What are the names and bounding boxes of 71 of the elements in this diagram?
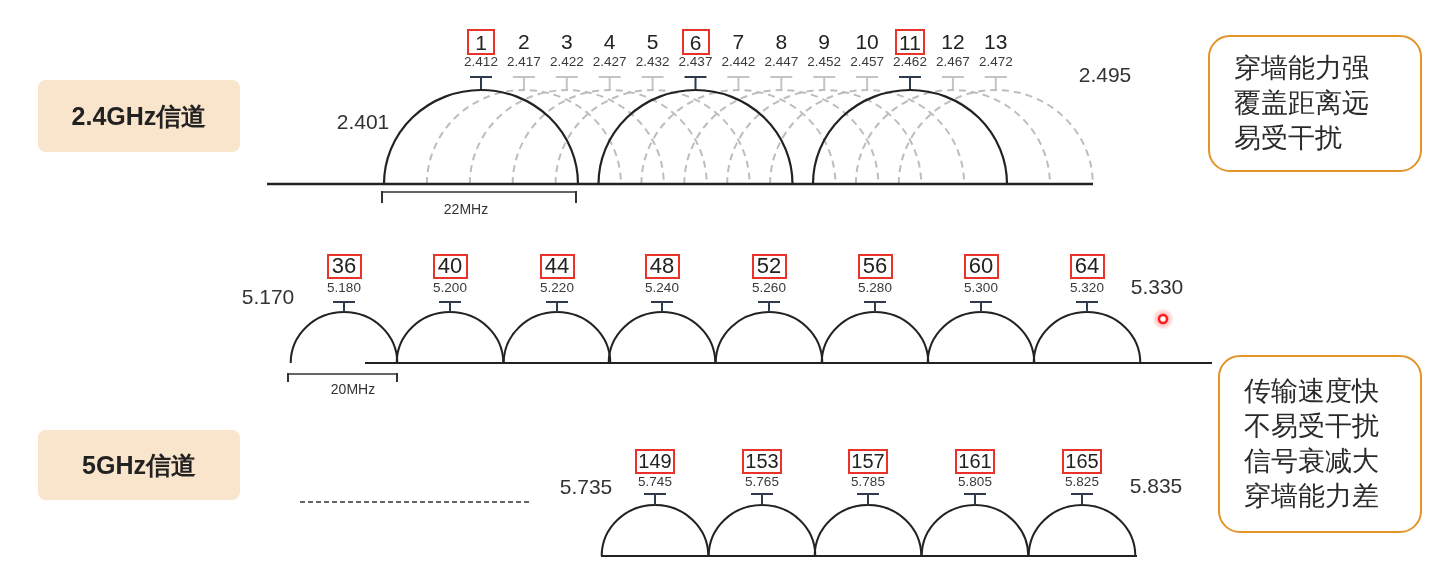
channel-number: 3 (560, 30, 573, 54)
channel-number: 44 (539, 253, 575, 279)
frequency-label: 2.447 (764, 54, 799, 70)
channel-number: 6 (681, 29, 710, 55)
frequency-label: 2.422 (549, 54, 584, 70)
channel-number: 1 (467, 29, 495, 55)
channel-number: 161 (955, 448, 995, 474)
channel-number: 5 (646, 30, 659, 54)
frequency-label: 5.735 (559, 475, 613, 499)
channel-number: 165 (1062, 448, 1102, 474)
frequency-label: 5.280 (858, 280, 892, 296)
frequency-label: 2.401 (336, 110, 390, 134)
note-card (1218, 355, 1422, 533)
note-text: 不易受干扰 (1244, 410, 1379, 443)
channel-number: 10 (855, 30, 879, 54)
frequency-label: 5.765 (745, 474, 779, 490)
frequency-label: 2.467 (936, 54, 970, 70)
channel-number: 64 (1069, 253, 1105, 279)
channel-number: 157 (848, 448, 888, 474)
channel-number: 11 (895, 29, 925, 55)
channel-number: 149 (635, 448, 675, 474)
band-label: 2.4GHz信道 (38, 80, 240, 152)
note-text: 易受干扰 (1234, 122, 1342, 155)
frequency-label: 2.412 (464, 54, 498, 70)
channel-number: 9 (818, 30, 831, 54)
frequency-label: 5.220 (540, 280, 574, 296)
frequency-label: 2.457 (850, 54, 884, 70)
channel-number: 60 (963, 253, 999, 279)
note-text: 传输速度快 (1244, 375, 1379, 408)
note-text: 覆盖距离远 (1234, 87, 1369, 120)
channel-number: 7 (732, 30, 745, 54)
frequency-label: 5.805 (958, 474, 992, 490)
band-label: 5GHz信道 (38, 430, 240, 500)
channel-number: 4 (603, 30, 616, 54)
channel-number: 36 (326, 253, 362, 279)
frequency-label: 2.462 (893, 54, 927, 70)
channel-number: 52 (751, 253, 787, 279)
frequency-label: 5.200 (433, 280, 467, 296)
note-text: 穿墙能力强 (1234, 52, 1369, 85)
frequency-label: 5.180 (327, 280, 361, 296)
frequency-label: 5.300 (964, 280, 998, 296)
frequency-label: 2.417 (507, 54, 541, 70)
frequency-label: 5.745 (638, 474, 672, 490)
frequency-label: 2.432 (635, 54, 670, 70)
frequency-label: 2.472 (978, 54, 1013, 70)
frequency-label: 5.330 (1130, 275, 1184, 299)
channel-number: 8 (775, 30, 788, 54)
channel-number: 153 (742, 448, 782, 474)
frequency-label: 5.825 (1065, 474, 1099, 490)
channel-number: 2 (518, 30, 530, 54)
frequency-label: 5.835 (1129, 474, 1183, 498)
frequency-label: 5.320 (1070, 280, 1104, 296)
frequency-label: 5.260 (752, 280, 786, 296)
channel-number: 56 (857, 253, 893, 279)
frequency-label: 2.427 (592, 54, 627, 70)
note-card (1208, 35, 1422, 172)
frequency-label: 2.442 (721, 54, 756, 70)
note-text: 穿墙能力差 (1244, 480, 1379, 513)
frequency-label: 2.452 (807, 54, 842, 70)
channel-number: 12 (941, 30, 965, 54)
note-text: 信号衰减大 (1244, 445, 1379, 478)
frequency-label: 2.437 (678, 54, 713, 70)
frequency-label: 5.785 (851, 474, 885, 490)
channel-number: 48 (644, 253, 680, 279)
channel-number: 40 (432, 253, 468, 279)
frequency-label: 5.170 (241, 285, 295, 309)
frequency-label: 2.495 (1078, 63, 1132, 87)
bandwidth-label: 22MHz (443, 202, 489, 218)
frequency-label: 5.240 (645, 280, 679, 296)
channel-number: 13 (984, 30, 1008, 54)
bandwidth-label: 20MHz (330, 382, 376, 398)
